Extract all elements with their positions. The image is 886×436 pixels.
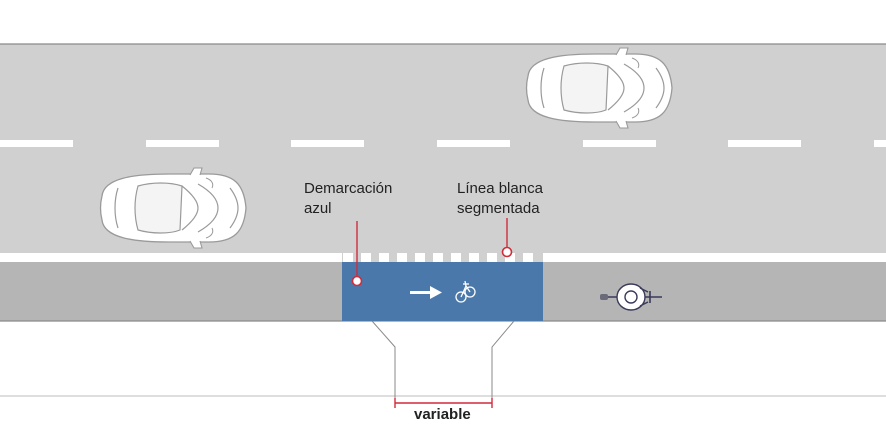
blue-marking-callout-pointer: [351, 221, 363, 287]
center-dashed-line: [0, 140, 886, 147]
dashed-line-callout-pointer: [501, 218, 513, 258]
crossing-dashed-white-line: [342, 253, 543, 262]
cyclist-top-view-icon: [600, 283, 662, 311]
dashed-line-label-line1: Línea blanca: [457, 180, 544, 197]
dashed-line-label-line2: segmentada: [457, 200, 540, 217]
bicycle-icon: [455, 280, 476, 303]
width-dimension-bar: [394, 398, 493, 408]
car-top-view-icon: [99, 167, 247, 249]
blue-marking-label-line2: azul: [304, 200, 332, 217]
blue-marking-label-line1: Demarcación: [304, 180, 392, 197]
width-dimension-lines: [371, 320, 515, 403]
car-top-view-icon: [525, 47, 673, 129]
arrow-right-icon: [410, 286, 442, 299]
blue-crossing-marking: [342, 262, 543, 321]
width-label: variable: [414, 406, 471, 423]
